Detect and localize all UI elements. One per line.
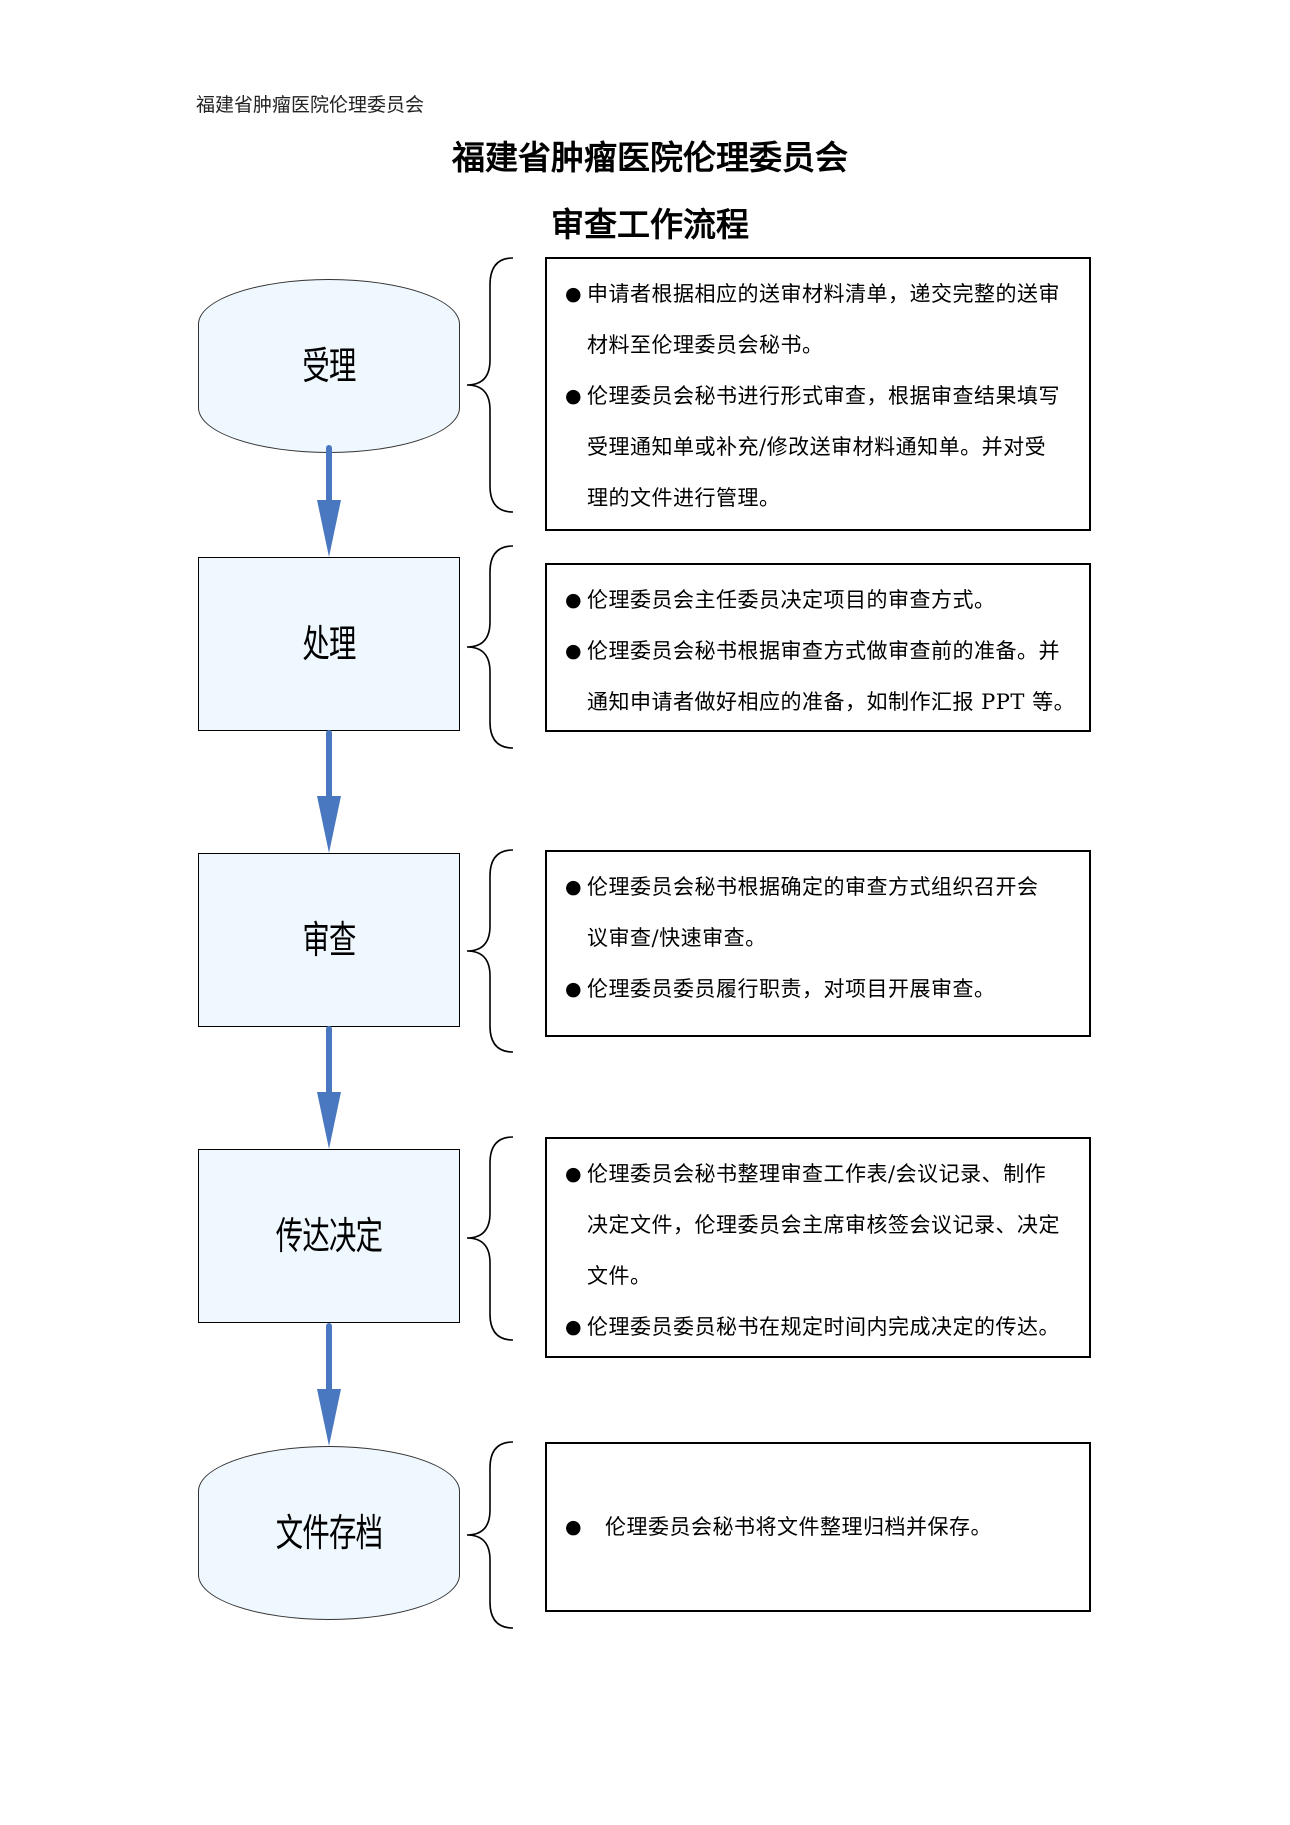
flow-step-archive: 文件存档 xyxy=(198,1446,460,1620)
bullet-item: ● 伦理委员委员履行职责，对项目开展审查。 xyxy=(565,964,1075,1015)
bullet-icon: ● xyxy=(565,876,583,898)
step-description-review: ● 伦理委员会秘书根据确定的审查方式组织召开会 议审查/快速审查。 ● 伦理委员… xyxy=(545,850,1091,1037)
bullet-text-line: 伦理委员委员秘书在规定时间内完成决定的传达。 xyxy=(587,1315,1060,1339)
bullet-text-line: 伦理委员会秘书根据确定的审查方式组织召开会 xyxy=(587,875,1039,899)
arrow-head-icon xyxy=(317,500,341,557)
bullet-text-line: 伦理委员会主任委员决定项目的审查方式。 xyxy=(587,588,996,612)
bullet-icon: ● xyxy=(565,589,583,611)
bullet-text-line: 通知申请者做好相应的准备，如制作汇报 PPT 等。 xyxy=(587,690,1076,714)
bullet-icon: ● xyxy=(565,385,583,407)
step-label: 传达决定 xyxy=(275,1214,383,1258)
arrow-head-icon xyxy=(317,796,341,853)
bullet-icon: ● xyxy=(565,640,583,662)
bullet-icon: ● xyxy=(565,1316,583,1338)
bullet-text-line: 决定文件，伦理委员会主席审核签会议记录、决定 xyxy=(587,1213,1060,1237)
brace-icon xyxy=(466,257,514,513)
brace-icon xyxy=(466,1136,514,1341)
brace-icon xyxy=(466,849,514,1053)
brace-icon xyxy=(466,1441,514,1629)
step-label: 审查 xyxy=(302,918,356,962)
bullet-text-line: 伦理委员会秘书整理审查工作表/会议记录、制作 xyxy=(587,1162,1047,1186)
bullet-icon: ● xyxy=(565,978,583,1000)
flow-step-communicate-decision: 传达决定 xyxy=(198,1149,460,1323)
bullet-item: ● 伦理委员会主任委员决定项目的审查方式。 xyxy=(565,575,1075,626)
document-title: 福建省肿瘤医院伦理委员会 xyxy=(452,138,848,177)
document-subtitle: 审查工作流程 xyxy=(551,205,749,244)
bullet-item: ● 伦理委员会秘书整理审查工作表/会议记录、制作 决定文件，伦理委员会主席审核签… xyxy=(565,1149,1075,1302)
flow-step-process: 处理 xyxy=(198,557,460,731)
bullet-text-line: 理的文件进行管理。 xyxy=(587,486,781,510)
bullet-item: ● 伦理委员会秘书进行形式审查，根据审查结果填写 受理通知单或补充/修改送审材料… xyxy=(565,371,1075,524)
bullet-text-line: 伦理委员委员履行职责，对项目开展审查。 xyxy=(587,977,996,1001)
bullet-text-line: 申请者根据相应的送审材料清单，递交完整的送审 xyxy=(587,282,1060,306)
bullet-icon: ● xyxy=(565,1515,583,1538)
step-description-process: ● 伦理委员会主任委员决定项目的审查方式。 ● 伦理委员会秘书根据审查方式做审查… xyxy=(545,563,1091,732)
arrow-head-icon xyxy=(317,1389,341,1446)
bullet-text-line: 伦理委员会秘书进行形式审查，根据审查结果填写 xyxy=(587,384,1060,408)
step-label: 文件存档 xyxy=(275,1511,383,1555)
bullet-icon: ● xyxy=(565,283,583,305)
bullet-item: ● 伦理委员会秘书根据审查方式做审查前的准备。并 通知申请者做好相应的准备，如制… xyxy=(565,626,1075,728)
bullet-item: ● 伦理委员会秘书将文件整理归档并保存。 xyxy=(565,1502,992,1553)
bullet-icon: ● xyxy=(565,1163,583,1185)
arrow-head-icon xyxy=(317,1092,341,1149)
step-description-communicate-decision: ● 伦理委员会秘书整理审查工作表/会议记录、制作 决定文件，伦理委员会主席审核签… xyxy=(545,1137,1091,1358)
bullet-text-line: 议审查/快速审查。 xyxy=(587,926,767,950)
bullet-text-line: 文件。 xyxy=(587,1264,652,1288)
step-label: 处理 xyxy=(302,622,356,666)
bullet-text-line: 材料至伦理委员会秘书。 xyxy=(587,333,824,357)
bullet-text-line: 伦理委员会秘书将文件整理归档并保存。 xyxy=(605,1514,992,1539)
bullet-item: ● 申请者根据相应的送审材料清单，递交完整的送审 材料至伦理委员会秘书。 xyxy=(565,269,1075,371)
step-label: 受理 xyxy=(302,344,356,388)
brace-icon xyxy=(466,545,514,749)
running-header: 福建省肿瘤医院伦理委员会 xyxy=(196,94,425,116)
bullet-item: ● 伦理委员委员秘书在规定时间内完成决定的传达。 xyxy=(565,1302,1075,1353)
flow-step-review: 审查 xyxy=(198,853,460,1027)
bullet-text-line: 伦理委员会秘书根据审查方式做审查前的准备。并 xyxy=(587,639,1060,663)
bullet-item: ● 伦理委员会秘书根据确定的审查方式组织召开会 议审查/快速审查。 xyxy=(565,862,1075,964)
step-description-accept: ● 申请者根据相应的送审材料清单，递交完整的送审 材料至伦理委员会秘书。 ● 伦… xyxy=(545,257,1091,531)
step-description-archive: ● 伦理委员会秘书将文件整理归档并保存。 xyxy=(545,1442,1091,1612)
flow-step-accept: 受理 xyxy=(198,279,460,453)
bullet-text-line: 受理通知单或补充/修改送审材料通知单。并对受 xyxy=(587,435,1047,459)
